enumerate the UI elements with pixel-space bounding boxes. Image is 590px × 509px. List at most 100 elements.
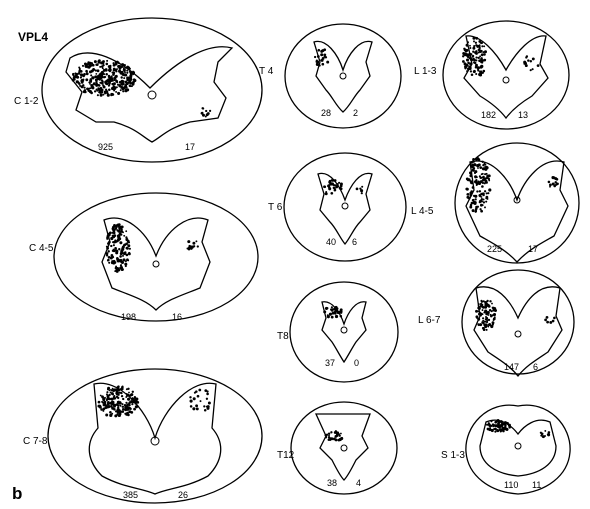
labeled-cell (499, 425, 501, 427)
labeled-cell (113, 82, 116, 85)
labeled-cell (90, 81, 92, 83)
labeled-cell (475, 37, 478, 40)
labeled-cell (468, 197, 471, 200)
section-l13: L 1-3 182 13 (414, 21, 569, 129)
labeled-cell (80, 74, 82, 76)
labeled-cell (132, 391, 134, 393)
labeled-cell (119, 81, 121, 83)
labeled-cell (120, 392, 122, 394)
labeled-cell (206, 390, 208, 392)
labeled-cell (486, 166, 489, 169)
labeled-cell (126, 393, 128, 395)
labeled-cell (125, 243, 128, 246)
labeled-cell (108, 262, 110, 264)
labeled-cell (100, 94, 103, 97)
labeled-cell (91, 86, 93, 88)
central-canal (341, 327, 347, 333)
labeled-cell (125, 74, 128, 77)
labeled-cell (206, 398, 208, 400)
labeled-cell (486, 196, 489, 199)
labeled-cell (356, 188, 359, 191)
labeled-cell (486, 177, 488, 179)
labeled-cell (341, 437, 343, 439)
labeled-cell (128, 410, 131, 413)
level-label: S 1-3 (441, 450, 465, 461)
count-left: 37 (325, 358, 335, 368)
labeled-cell (82, 74, 85, 77)
labeled-cell (102, 65, 104, 67)
labeled-cell (475, 50, 477, 52)
labeled-cell (326, 61, 329, 64)
labeled-cell (494, 431, 496, 433)
labeled-cell (339, 187, 342, 190)
labeled-cell (335, 306, 338, 309)
labeled-cell (97, 69, 100, 72)
labeled-cell (95, 63, 97, 65)
labeled-cell (89, 67, 91, 69)
level-label: C 4-5 (29, 243, 54, 254)
labeled-cells-left (475, 300, 497, 331)
labeled-cell (90, 74, 92, 76)
labeled-cell (188, 245, 191, 248)
labeled-cell (553, 317, 556, 320)
labeled-cell (190, 405, 193, 408)
level-label: T8 (277, 331, 289, 342)
labeled-cell (205, 110, 207, 112)
labeled-cell (488, 174, 491, 177)
labeled-cell (489, 427, 491, 429)
labeled-cell (473, 70, 475, 72)
labeled-cell (486, 320, 488, 322)
labeled-cell (477, 66, 480, 69)
labeled-cell (101, 91, 104, 94)
labeled-cell (94, 90, 96, 92)
labeled-cell (478, 51, 480, 53)
labeled-cell (331, 182, 334, 185)
labeled-cell (108, 80, 110, 82)
section-l45: L 4-5 225 17 (411, 143, 579, 263)
labeled-cell (98, 401, 101, 404)
labeled-cell (121, 71, 123, 73)
labeled-cell (98, 61, 101, 64)
labeled-cell (469, 45, 471, 47)
labeled-cell (494, 309, 497, 312)
labeled-cell (112, 401, 114, 403)
labeled-cell (464, 62, 467, 65)
labeled-cell (329, 313, 332, 316)
labeled-cell (118, 248, 120, 250)
labeled-cell (479, 175, 481, 177)
labeled-cell (127, 244, 130, 247)
labeled-cell (75, 72, 77, 74)
labeled-cell (526, 55, 528, 57)
labeled-cell (115, 249, 117, 251)
labeled-cell (466, 193, 468, 195)
labeled-cell (129, 395, 131, 397)
labeled-cell (479, 70, 481, 72)
gray-matter (480, 420, 556, 476)
labeled-cell (493, 318, 496, 321)
labeled-cell (121, 80, 123, 82)
labeled-cell (115, 91, 117, 93)
labeled-cells-left (324, 430, 343, 441)
labeled-cells-right (356, 186, 364, 195)
labeled-cell (472, 186, 475, 189)
labeled-cell (523, 63, 525, 65)
labeled-cell (481, 210, 483, 212)
labeled-cell (470, 70, 472, 72)
count-right: 0 (354, 358, 359, 368)
labeled-cells-left (106, 223, 131, 273)
labeled-cell (479, 166, 482, 169)
labeled-cell (323, 310, 326, 313)
labeled-cell (116, 68, 118, 70)
count-left: 110 (504, 480, 518, 490)
labeled-cell (102, 84, 104, 86)
labeled-cell (472, 47, 475, 50)
labeled-cell (119, 227, 121, 229)
labeled-cell (120, 252, 123, 255)
labeled-cell (106, 60, 108, 62)
labeled-cell (497, 422, 500, 425)
labeled-cell (79, 85, 81, 87)
labeled-cell (474, 172, 476, 174)
labeled-cell (127, 240, 130, 243)
labeled-cell (471, 73, 474, 76)
labeled-cell (126, 66, 129, 69)
